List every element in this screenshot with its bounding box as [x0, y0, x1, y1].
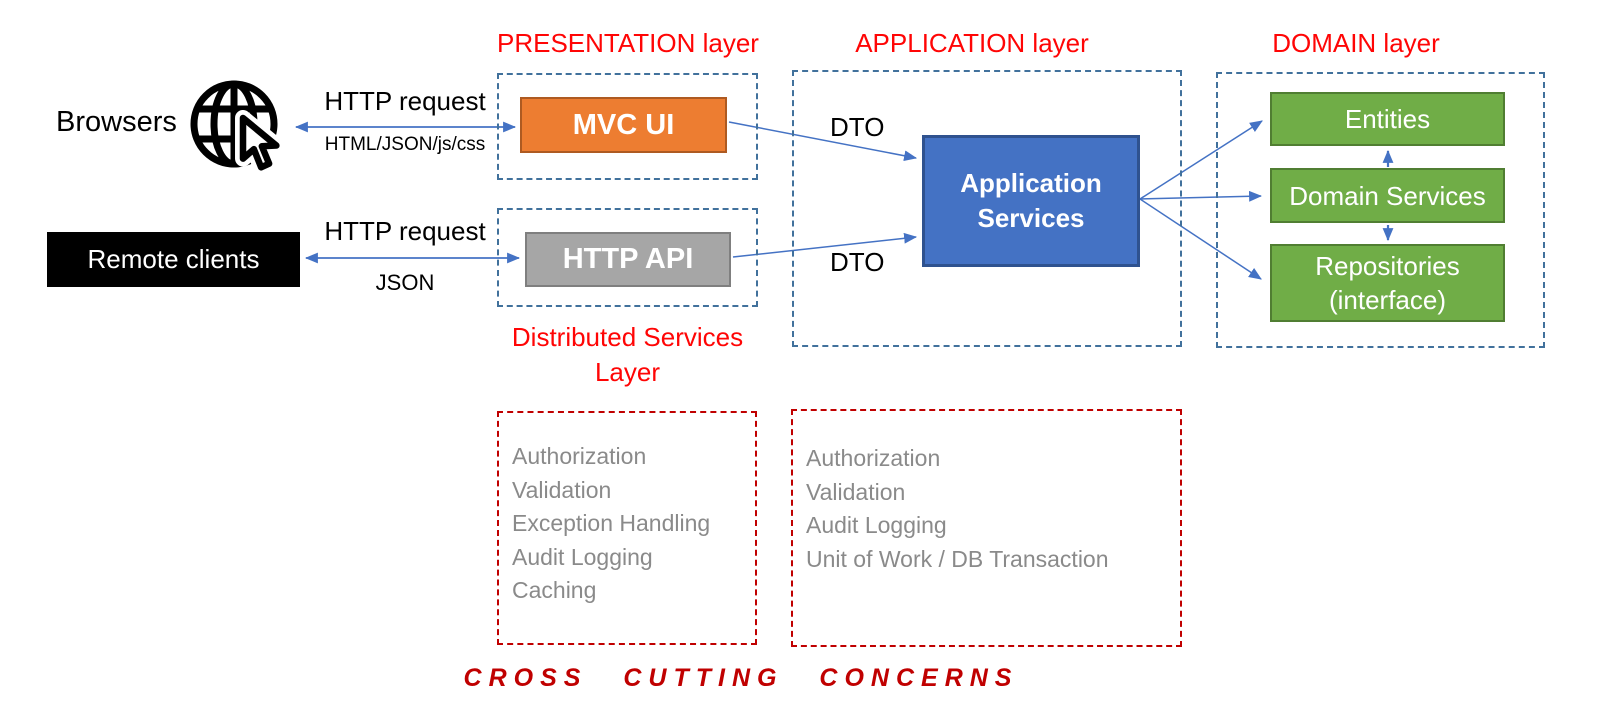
remote-link-response-label: JSON — [375, 270, 435, 295]
application-layer-box — [792, 70, 1182, 347]
entities-box: Entities — [1270, 92, 1505, 146]
repositories-box: Repositories (interface) — [1270, 244, 1505, 322]
domain-services-label: Domain Services — [1289, 180, 1486, 211]
presentation-layer-box — [497, 73, 758, 180]
distributed-services-title-line2: Layer — [594, 357, 661, 387]
entities-label: Entities — [1344, 104, 1431, 134]
domain-layer-title: DOMAIN layer — [1272, 28, 1440, 58]
presentation-layer-title: PRESENTATION layer — [497, 28, 759, 58]
concern-item: Caching — [512, 577, 597, 603]
concern-item: Authorization — [806, 445, 941, 471]
presentation-concerns-box — [497, 411, 757, 645]
concern-item: Validation — [512, 476, 612, 503]
mvc-ui-label: MVC UI — [572, 108, 675, 141]
application-concerns-box — [791, 409, 1182, 647]
concern-item: Unit of Work / DB Transaction — [806, 545, 1109, 572]
globe-cursor-icon — [188, 76, 290, 178]
cross-cutting-concerns-title: CROSS CUTTING CONCERNS — [463, 664, 1019, 692]
remote-clients-label: Remote clients — [87, 244, 260, 274]
application-services-label-line2: Services — [977, 203, 1085, 233]
application-services-box: Application Services — [922, 135, 1140, 267]
remote-link-request-label: HTTP request — [324, 216, 486, 246]
http-api-box: HTTP API — [525, 232, 731, 287]
concern-item: Validation — [806, 478, 906, 505]
application-layer-title: APPLICATION layer — [855, 28, 1089, 58]
application-services-label-line1: Application — [960, 168, 1102, 198]
distributed-services-layer-title: Distributed Services Layer — [487, 320, 768, 390]
concern-item: Audit Logging — [512, 543, 653, 570]
concern-item: Exception Handling — [512, 510, 711, 536]
browsers-label: Browsers — [56, 106, 177, 138]
dto-bottom-label: DTO — [830, 247, 885, 277]
distributed-services-layer-box — [497, 208, 758, 307]
domain-services-box: Domain Services — [1270, 168, 1505, 223]
browser-link-response-label: HTML/JSON/js/css — [324, 134, 486, 155]
mvc-ui-box: MVC UI — [520, 97, 727, 153]
concern-item: Audit Logging — [806, 512, 947, 538]
concern-item: Authorization — [512, 443, 647, 469]
distributed-services-title-line1: Distributed Services — [511, 322, 744, 352]
repositories-label: Repositories (interface) — [1315, 251, 1460, 315]
dto-top-label: DTO — [830, 112, 885, 142]
http-api-label: HTTP API — [562, 243, 694, 275]
browser-link-request-label: HTTP request — [324, 86, 486, 116]
domain-layer-box — [1216, 72, 1545, 348]
remote-clients-box: Remote clients — [47, 232, 300, 287]
